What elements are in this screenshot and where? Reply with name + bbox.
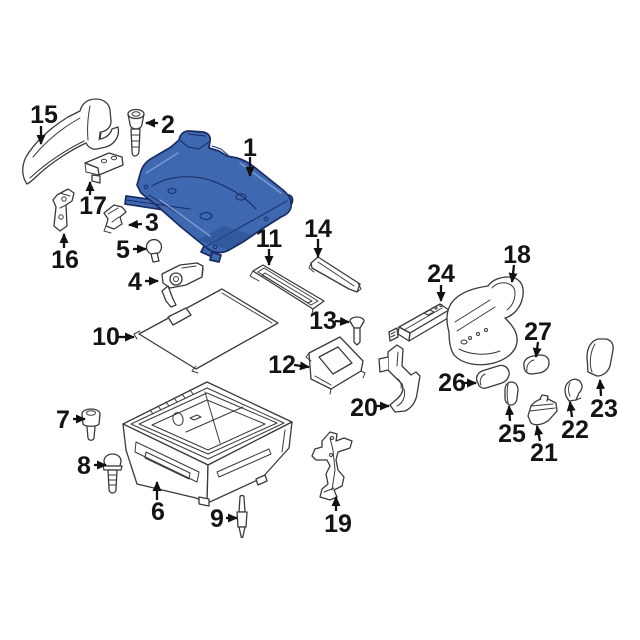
part-7-fastener-shape xyxy=(81,408,101,441)
part-26-cap-shape xyxy=(475,364,510,389)
callout-label-22: 22 xyxy=(561,416,589,444)
callout-arrow-25 xyxy=(505,405,515,422)
part-3-bracket-shape xyxy=(103,204,127,234)
part-6-stowage-bin-shape xyxy=(122,381,293,507)
callout-arrow-22 xyxy=(566,401,576,418)
part-24-switch-shape xyxy=(388,303,450,342)
part-19-riser-bracket-shape xyxy=(311,431,353,501)
part-14-cover-strip-shape xyxy=(308,256,362,293)
callout-arrow-23 xyxy=(596,379,606,397)
callout-label-18: 18 xyxy=(503,241,531,269)
callout-arrow-18 xyxy=(508,264,518,283)
part-12-bracket-shape xyxy=(305,336,366,395)
callout-label-15: 15 xyxy=(30,101,58,129)
part-9-pin-shape xyxy=(236,494,248,539)
callout-layer: 1234567891011121314151617181920212223242… xyxy=(30,101,618,538)
callout-label-12: 12 xyxy=(268,351,296,379)
callout-label-5: 5 xyxy=(116,236,130,264)
part-27-cap-shape xyxy=(523,354,550,375)
callout-label-3: 3 xyxy=(145,209,159,237)
callout-label-9: 9 xyxy=(210,505,224,533)
callout-label-13: 13 xyxy=(309,307,337,335)
callout-label-7: 7 xyxy=(56,406,70,434)
part-23-trim-shape xyxy=(586,338,614,377)
part-22-bezel-shape xyxy=(564,378,583,402)
callout-arrow-13 xyxy=(334,316,350,326)
part-15-side-cover-shape xyxy=(22,98,120,185)
callout-label-27: 27 xyxy=(524,318,552,346)
callout-label-26: 26 xyxy=(438,369,466,397)
callout-label-8: 8 xyxy=(77,452,91,480)
callout-arrow-27 xyxy=(532,341,542,358)
part-25-knob-shape xyxy=(504,381,519,406)
part-11-track-cover-shape xyxy=(249,264,325,315)
callout-arrow-21 xyxy=(534,425,544,442)
callout-label-4: 4 xyxy=(128,268,142,296)
part-10-mat-shape xyxy=(133,288,279,374)
part-4-motor-shape xyxy=(161,262,204,308)
callout-label-20: 20 xyxy=(350,394,378,422)
callout-label-10: 10 xyxy=(92,323,120,351)
part-21-handle-shape xyxy=(527,394,558,426)
callout-label-11: 11 xyxy=(256,225,283,253)
part-17-bracket-shape xyxy=(84,152,124,184)
callout-label-14: 14 xyxy=(304,215,332,243)
callout-label-24: 24 xyxy=(427,260,455,288)
part-13-bolt-shape xyxy=(349,316,365,346)
part-8-bolt-shape xyxy=(102,453,123,494)
part-5-clip-shape xyxy=(145,238,163,263)
part-16-bracket-shape xyxy=(52,188,75,232)
callout-arrow-3 xyxy=(128,219,143,229)
callout-label-6: 6 xyxy=(151,498,165,526)
part-20-bracket-shape xyxy=(378,344,421,413)
callout-label-25: 25 xyxy=(498,420,526,448)
callout-label-23: 23 xyxy=(590,395,618,423)
callout-label-17: 17 xyxy=(79,192,107,220)
part-1-seat-frame-shape xyxy=(124,130,294,263)
callout-label-1: 1 xyxy=(243,134,257,162)
part-2-bolt-shape xyxy=(127,108,145,157)
callout-arrow-12 xyxy=(293,361,310,371)
part-18-side-shield-shape xyxy=(446,276,524,366)
callout-label-16: 16 xyxy=(51,246,79,274)
callout-label-2: 2 xyxy=(161,111,175,139)
callout-label-21: 21 xyxy=(530,439,558,467)
callout-label-19: 19 xyxy=(324,510,352,538)
